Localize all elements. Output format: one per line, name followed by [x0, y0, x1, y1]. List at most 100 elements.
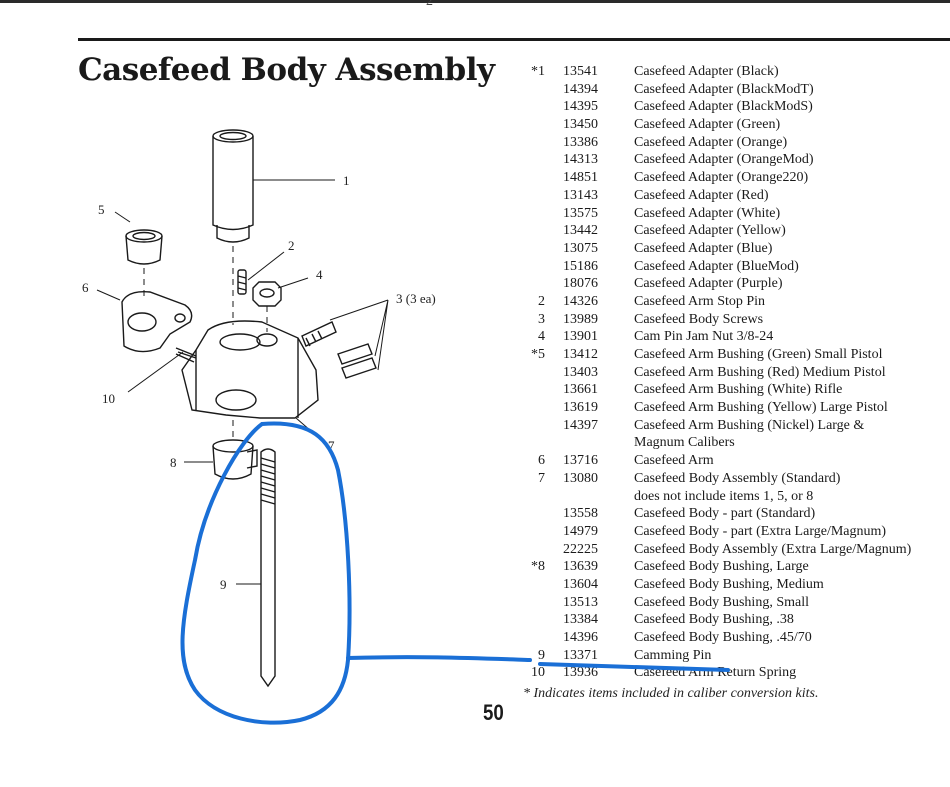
part-description: Casefeed Body Assembly (Extra Large/Magn… [634, 541, 912, 557]
part-description: Casefeed Adapter (Orange220) [634, 170, 809, 186]
part-description: Casefeed Arm Bushing (Nickel) Large & [634, 417, 865, 433]
part-description: Casefeed Adapter (BlackModS) [634, 99, 813, 115]
part-3-body-screws [301, 321, 377, 379]
item-number: *5 [531, 347, 545, 362]
part-7-casefeed-body [181, 320, 319, 419]
part-number: 13541 [563, 64, 598, 79]
part-description: Casefeed Adapter (Black) [634, 64, 779, 79]
part-number: 14313 [563, 152, 598, 168]
part-description: Casefeed Body Bushing, Medium [634, 576, 824, 592]
item-number: 7 [538, 470, 545, 486]
part-number: 13661 [563, 382, 598, 398]
part-description: Casefeed Adapter (BlackModT) [634, 81, 814, 97]
callout-5: 5 [98, 202, 105, 217]
part-number: 14851 [563, 170, 598, 186]
part-5-arm-bushing [125, 229, 163, 265]
page-title: Casefeed Body Assembly [78, 52, 495, 88]
parts-row: Magnum Calibers [520, 434, 950, 452]
parts-row: 7 13080 Casefeed Body Assembly (Standard) [520, 470, 950, 488]
part-number: 13371 [563, 647, 598, 663]
part-number: 13450 [563, 117, 598, 133]
callout-9: 9 [220, 577, 227, 592]
part-description: Casefeed Arm Bushing (White) Rifle [634, 382, 843, 398]
part-number: 13989 [563, 311, 598, 327]
callout-3: 3 (3 ea) [396, 291, 436, 306]
part-number: 14397 [563, 417, 598, 433]
part-description: Casefeed Body - part (Standard) [634, 506, 816, 522]
part-number: 14326 [563, 293, 598, 309]
part-description: Casefeed Body Screws [634, 311, 764, 327]
part-number: 13604 [563, 576, 598, 592]
part-number: 13386 [563, 134, 598, 150]
part-description: Casefeed Arm [634, 453, 714, 469]
part-description: Casefeed Adapter (BlueMod) [634, 258, 799, 274]
callout-1: 1 [343, 173, 350, 188]
part-number: 13080 [563, 470, 598, 486]
part-description: Casefeed Adapter (Purple) [634, 276, 783, 292]
part-number: 13143 [563, 187, 598, 203]
part-description: does not include items 1, 5, or 8 [634, 488, 814, 504]
part-description: Casefeed Body Bushing, .45/70 [634, 630, 812, 645]
parts-row: 14851 Casefeed Adapter (Orange220) [520, 169, 950, 187]
parts-row: 14395 Casefeed Adapter (BlackModS) [520, 98, 950, 116]
top-border [0, 0, 950, 3]
part-description: Magnum Calibers [634, 435, 735, 451]
part-6-casefeed-arm [121, 291, 193, 353]
part-description: Casefeed Body Assembly (Standard) [634, 470, 841, 486]
part-9-camming-pin [260, 448, 276, 688]
parts-row: 14397 Casefeed Arm Bushing (Nickel) Large… [520, 417, 950, 435]
part-description: Casefeed Body - part (Extra Large/Magnum… [634, 523, 887, 539]
parts-row: 13604 Casefeed Body Bushing, Medium [520, 576, 950, 594]
item-number: 9 [538, 647, 545, 663]
part-1-adapter [212, 129, 254, 243]
part-description: Casefeed Body Bushing, Small [634, 594, 809, 610]
parts-row: 22225 Casefeed Body Assembly (Extra Large… [520, 541, 950, 559]
item-number: *8 [531, 559, 545, 575]
parts-row: 13661 Casefeed Arm Bushing (White) Rifle [520, 381, 950, 399]
part-number: 14979 [563, 523, 598, 539]
item-number: 4 [538, 329, 545, 345]
part-number: 14396 [563, 630, 598, 645]
part-number: 13575 [563, 205, 598, 221]
item-number: 3 [538, 311, 545, 327]
page-number: 50 [483, 700, 504, 725]
part-number: 14395 [563, 99, 598, 115]
callout-8: 8 [170, 455, 177, 470]
part-description: Casefeed Arm Bushing (Yellow) Large Pist… [634, 400, 888, 416]
page-marker: 2 [426, 0, 433, 9]
kit-footnote: * Indicates items included in caliber co… [523, 686, 819, 701]
part-number: 13403 [563, 364, 598, 380]
part-2-stop-pin [237, 269, 247, 295]
part-number: 13412 [563, 347, 598, 362]
part-number: 22225 [563, 541, 598, 557]
item-number: *1 [531, 64, 545, 79]
part-description: Casefeed Arm Stop Pin [634, 293, 766, 309]
parts-row: 13619 Casefeed Arm Bushing (Yellow) Large… [520, 399, 950, 417]
part-number: 13619 [563, 400, 598, 416]
item-number: 10 [531, 665, 545, 681]
part-description: Casefeed Arm Bushing (Red) Medium Pistol [634, 364, 886, 380]
callout-7: 7 [328, 438, 335, 453]
part-number: 13384 [563, 612, 598, 628]
part-description: Casefeed Adapter (Blue) [634, 240, 773, 256]
part-description: Casefeed Body Bushing, Large [634, 559, 809, 575]
callout-4: 4 [316, 267, 323, 282]
parts-row: 13403 Casefeed Arm Bushing (Red) Medium P… [520, 364, 950, 382]
